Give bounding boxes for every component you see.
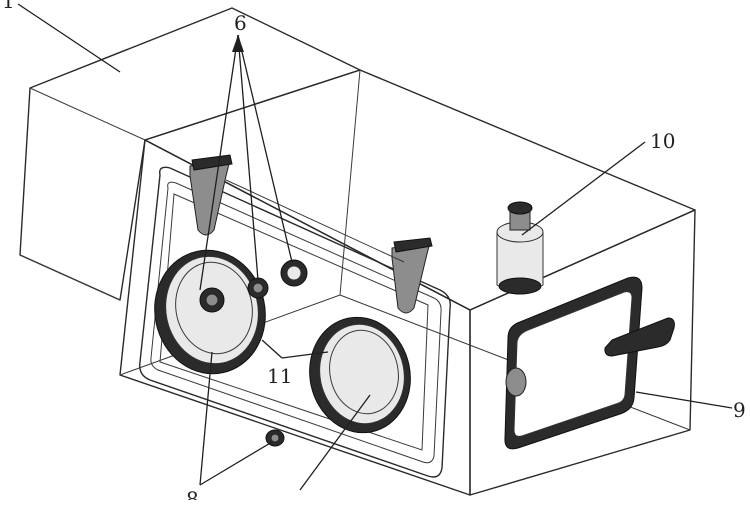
label-10: 10: [650, 129, 675, 153]
side-door: [504, 276, 675, 450]
window-frame-inner: [150, 181, 442, 464]
cabinet-back-vertical: [339, 69, 361, 296]
window-frame-outer: [139, 166, 451, 478]
label-11: 11: [267, 364, 292, 388]
cabinet-front-face: [119, 139, 471, 496]
valve-fitting-right: [280, 259, 308, 287]
leader-11-b: [281, 351, 329, 359]
leader-6-b: [237, 34, 259, 281]
leader-6-c: [237, 34, 293, 263]
leader-bottom: [299, 394, 371, 491]
cabinet-left-top-edge: [29, 87, 146, 141]
side-door-handle: [604, 317, 675, 357]
leader-8-b: [199, 441, 273, 486]
label-9: 9: [733, 398, 746, 422]
top-clamp-left: [189, 154, 233, 236]
leader-10: [521, 141, 646, 236]
top-clamp-right: [391, 237, 433, 314]
clamp-rail: [225, 179, 405, 263]
leader-6-a: [199, 34, 239, 291]
leader-8-a: [199, 351, 213, 486]
leader-11-a: [261, 339, 283, 359]
label-6: 6: [234, 11, 247, 35]
label-top-left: 1: [2, 0, 15, 13]
glove-port-left: [154, 249, 266, 375]
leader-6-arrow: [232, 35, 244, 52]
leader-top-left: [17, 3, 121, 73]
valve-fitting-middle: [247, 277, 269, 299]
leader-lines: [17, 3, 733, 491]
bottom-fitting: [265, 429, 285, 447]
label-8: 8: [186, 487, 199, 500]
top-cylinder-filter: [496, 201, 544, 295]
leader-9: [635, 391, 733, 409]
cabinet-left-bottom-edge: [19, 254, 121, 301]
side-door-hinge: [505, 367, 527, 397]
glove-port-right: [309, 316, 411, 434]
